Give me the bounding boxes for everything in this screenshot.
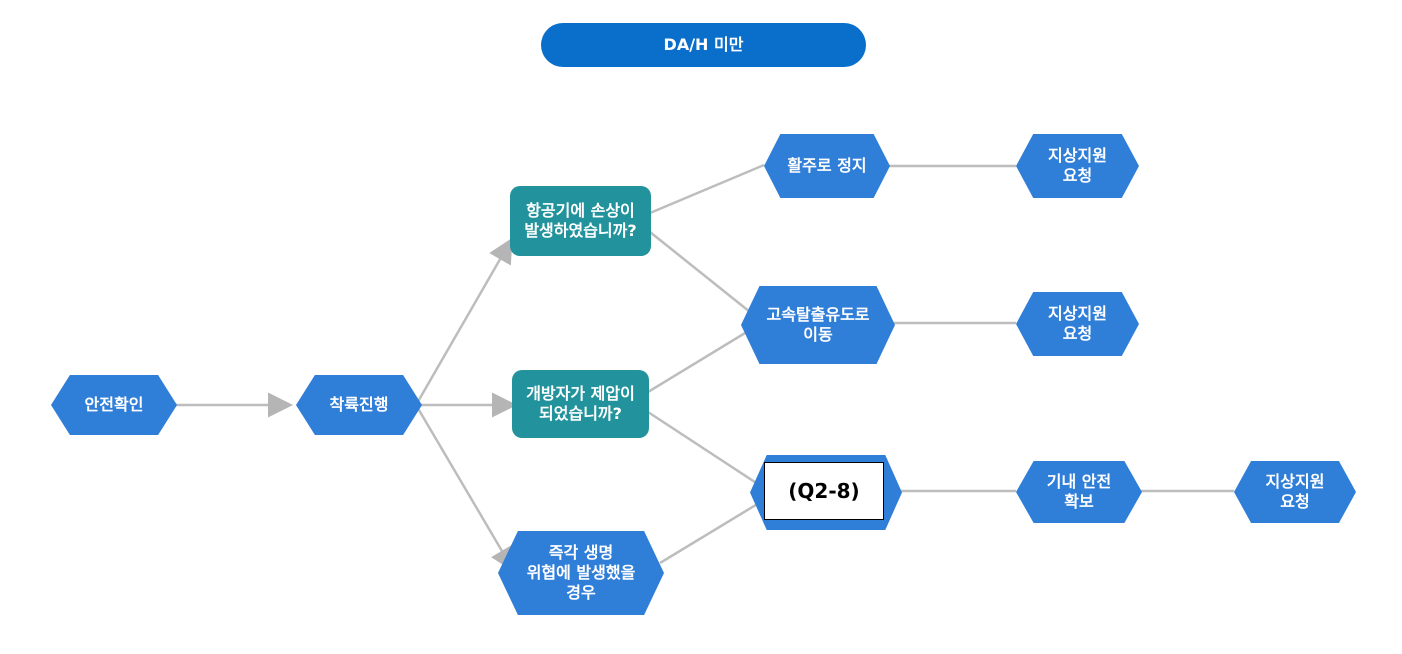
node-ground-support-1: 지상지원 요청 <box>1016 134 1139 198</box>
node-life-threat: 즉각 생명 위협에 발생했을 경우 <box>498 531 664 615</box>
node-suppression-question: 개방자가 제압이 되었습니까? <box>512 370 649 438</box>
diagram-title: DA/H 미만 <box>541 23 866 67</box>
node-ground-support-2: 지상지원 요청 <box>1016 292 1139 356</box>
edge-life-q <box>659 498 765 565</box>
edge-damage-stop <box>649 163 765 215</box>
edge-damage-exit <box>649 231 761 321</box>
node-landing: 착륙진행 <box>296 375 422 435</box>
node-safety-check: 안전확인 <box>51 375 177 435</box>
node-stop-runway: 활주로 정지 <box>764 134 890 198</box>
node-secure-cabin: 기내 안전 확보 <box>1016 461 1142 523</box>
edge-suppression-exit <box>647 328 751 394</box>
node-ground-support-3: 지상지원 요청 <box>1234 461 1356 523</box>
edge-suppression-q <box>647 410 765 490</box>
node-exit-taxiway: 고속탈출유도로 이동 <box>741 286 895 364</box>
edge-landing-life <box>414 404 515 573</box>
edge-landing-damage <box>414 237 513 406</box>
node-q2-8-label: (Q2-8) <box>764 462 884 520</box>
node-damage-question: 항공기에 손상이 발생하였습니까? <box>510 186 651 256</box>
